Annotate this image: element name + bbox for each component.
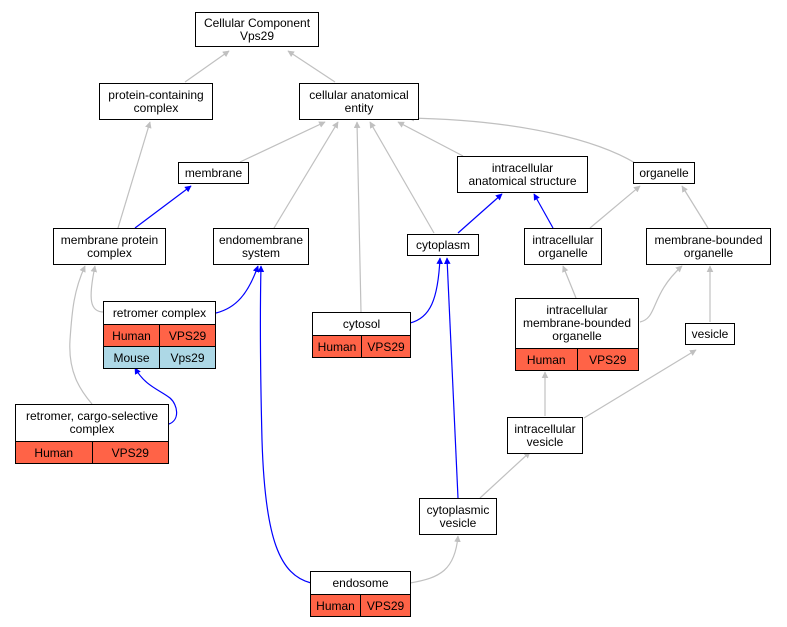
edge-rcs-mpc <box>69 265 93 405</box>
record-label: endosome <box>332 575 389 590</box>
edge-cytoplasm-ias <box>457 193 503 234</box>
node-root[interactable]: Cellular Component Vps29 <box>195 12 319 47</box>
edge-ias-cae <box>397 121 464 157</box>
edge-endosome-cvesicle <box>409 535 461 584</box>
gene-label: Vps29 <box>159 347 215 368</box>
edge-mbo-organelle <box>681 185 709 229</box>
record-label: retromer, cargo-selective complex <box>25 409 159 436</box>
edge-pcc-root <box>184 50 230 83</box>
edge-mpc-membrane <box>134 185 192 229</box>
edge-cae-root <box>287 50 336 83</box>
node-intracellular-membrane-bounded-organelle[interactable]: intracellular membrane-bounded organelle… <box>515 298 639 371</box>
node-cytoplasm[interactable]: cytoplasm <box>407 234 479 256</box>
node-retromer-complex[interactable]: retromer complex Human VPS29 Mouse Vps29 <box>103 301 216 369</box>
node-organelle[interactable]: organelle <box>633 162 695 184</box>
edge-retromer-mpc <box>90 265 105 313</box>
gene-label: VPS29 <box>361 336 410 357</box>
node-vesicle[interactable]: vesicle <box>685 323 735 345</box>
record-label: intracellular membrane-bounded organelle <box>522 303 632 343</box>
edge-cytosol-cytoplasm <box>409 257 444 324</box>
edge-imbo-mbo <box>639 265 683 323</box>
edge-cytoplasm-cae <box>369 121 435 234</box>
species-label: Human <box>316 598 355 613</box>
gene-label: VPS29 <box>159 325 215 346</box>
node-cytoplasmic-vesicle[interactable]: cytoplasmic vesicle <box>419 498 497 535</box>
species-row-human: Human VPS29 <box>104 324 215 346</box>
edge-cytosol-cae <box>353 121 362 313</box>
edge-endosome-endomembrane <box>257 265 312 584</box>
edge-mpc-pcc <box>117 121 152 229</box>
species-row-human: Human VPS29 <box>313 335 410 357</box>
species-label: Human <box>34 445 74 460</box>
node-protein-containing-complex[interactable]: protein-containing complex <box>99 83 213 120</box>
species-row-human: Human VPS29 <box>311 594 410 616</box>
node-intracellular-vesicle[interactable]: intracellular vesicle <box>507 417 583 454</box>
node-membrane-bounded-organelle[interactable]: membrane-bounded organelle <box>646 228 771 265</box>
node-membrane-protein-complex[interactable]: membrane protein complex <box>53 228 166 265</box>
record-label: cytosol <box>342 316 381 331</box>
edge-ivesicle-vesicle <box>583 349 697 419</box>
edge-endomembrane-cae <box>273 121 339 229</box>
species-label: Human <box>317 339 357 354</box>
edge-intraorg-organelle <box>589 185 641 229</box>
node-cytosol[interactable]: cytosol Human VPS29 <box>312 312 411 358</box>
node-intracellular-anatomical-structure[interactable]: intracellular anatomical structure <box>457 156 588 193</box>
species-label: Mouse <box>113 350 150 365</box>
gene-label: VPS29 <box>576 349 639 370</box>
node-endosome[interactable]: endosome Human VPS29 <box>310 571 411 617</box>
edge-rcs-retromer <box>134 367 178 425</box>
species-row-human: Human VPS29 <box>16 441 168 463</box>
edge-membrane-cae <box>239 121 326 163</box>
gene-label: VPS29 <box>360 595 410 616</box>
record-label: retromer complex <box>112 305 207 320</box>
edge-cvesicle-ivesicle <box>479 451 531 499</box>
edge-retromer-endomembrane <box>215 265 260 314</box>
node-endomembrane-system[interactable]: endomembrane system <box>213 228 309 265</box>
edge-intraorg-ias-blue <box>533 193 554 229</box>
species-label: Human <box>526 352 566 367</box>
species-row-mouse: Mouse Vps29 <box>104 346 215 368</box>
edge-imbo-intraorg <box>562 265 577 299</box>
edge-organelle-cae <box>407 114 641 167</box>
node-membrane[interactable]: membrane <box>178 162 249 184</box>
edge-cvesicle-cytoplasm <box>443 257 459 499</box>
node-intracellular-organelle[interactable]: intracellular organelle <box>524 228 602 265</box>
gene-label: VPS29 <box>91 442 169 463</box>
node-cellular-anatomical-entity[interactable]: cellular anatomical entity <box>299 83 419 120</box>
node-retromer-cargo-selective-complex[interactable]: retromer, cargo-selective complex Human … <box>15 404 169 464</box>
species-row-human: Human VPS29 <box>516 348 638 370</box>
species-label: Human <box>112 328 151 343</box>
